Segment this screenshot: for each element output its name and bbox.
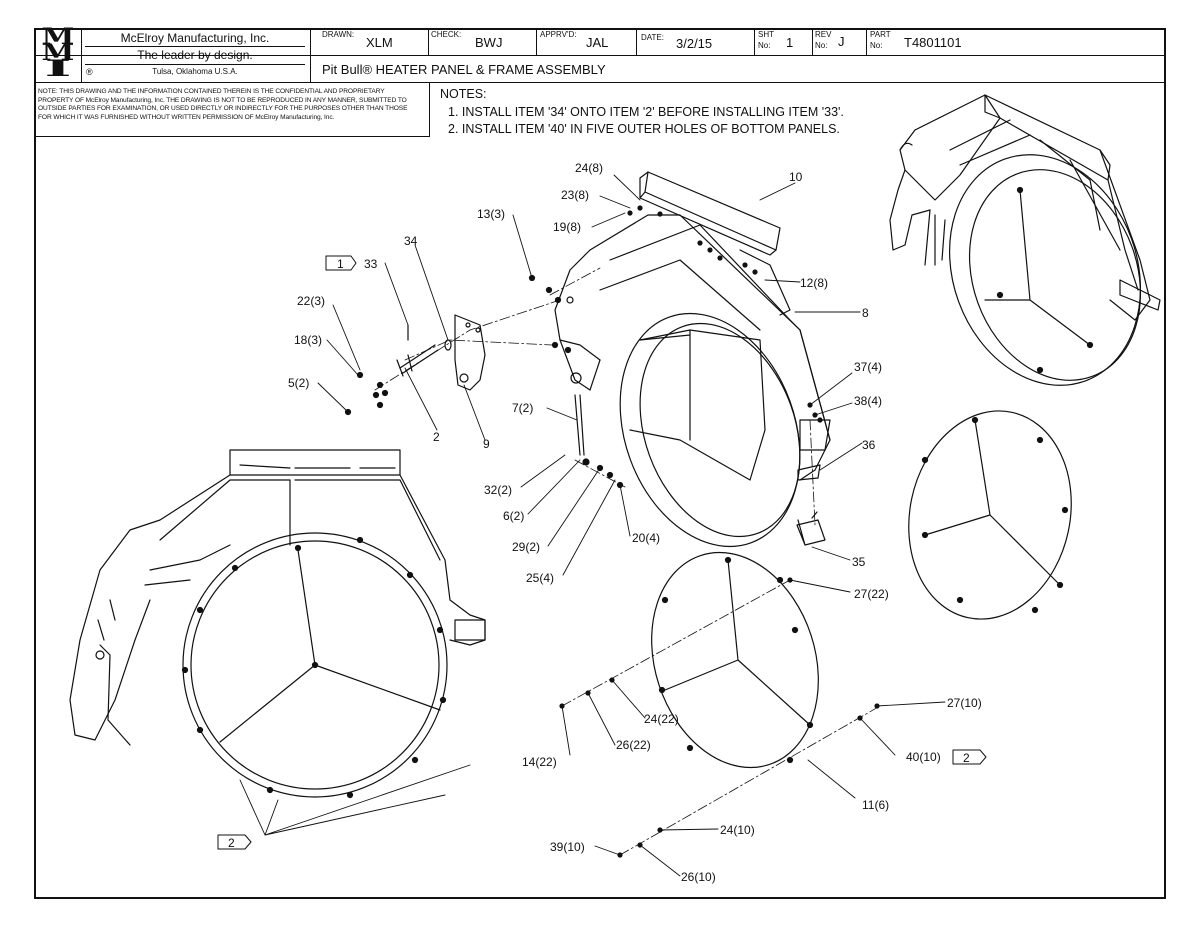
callout-8: 8 <box>862 306 869 320</box>
note-item-1: 1. INSTALL ITEM '34' ONTO ITEM '2' BEFOR… <box>448 105 844 119</box>
callout-25-4: 25(4) <box>526 571 554 585</box>
col-apprvd <box>536 28 537 55</box>
apprvd-value: JAL <box>586 35 609 50</box>
notes-box <box>34 82 430 137</box>
bracket-item-35 <box>796 511 826 546</box>
col-part <box>866 28 867 55</box>
rev-label-2: No: <box>815 41 828 50</box>
rev-label-1: REV <box>815 30 832 39</box>
logo-letter-m2: M <box>41 40 75 66</box>
callout-5-2: 5(2) <box>288 376 309 390</box>
sht-label-2: No: <box>758 41 771 50</box>
callout-20-4: 20(4) <box>632 531 660 545</box>
frame-side-view-left <box>69 449 486 798</box>
heater-frame-center <box>554 171 831 548</box>
callout-14-22: 14(22) <box>522 755 557 769</box>
company-rule-1 <box>85 46 305 47</box>
callout-24-22: 24(22) <box>644 712 679 726</box>
col-date <box>636 28 637 55</box>
check-label: CHECK: <box>431 30 462 39</box>
logo-letter-i: I <box>44 56 72 82</box>
callout-38-4: 38(4) <box>854 394 882 408</box>
title-block-row2-bottom <box>34 82 1166 83</box>
callout-33: 33 <box>364 257 378 271</box>
callout-35: 35 <box>852 555 866 569</box>
part-label-1: PART <box>870 30 891 39</box>
callout-39-10: 39(10) <box>550 840 585 854</box>
registered-mark: ® <box>86 67 93 77</box>
company-slogan: The leader by design. <box>137 48 253 62</box>
heater-panel-disc-center <box>651 551 819 769</box>
date-value: 3/2/15 <box>676 36 713 51</box>
callout-13-3: 13(3) <box>477 207 505 221</box>
col-sht <box>754 28 755 55</box>
callout-12-8: 12(8) <box>800 276 828 290</box>
callout-7-2: 7(2) <box>512 401 533 415</box>
callout-27-22: 27(22) <box>854 587 889 601</box>
callout-23-8: 23(8) <box>561 188 589 202</box>
callout-11-6: 11(6) <box>862 798 889 812</box>
heater-panel-disc-right <box>908 410 1072 620</box>
callout-29-2: 29(2) <box>512 540 540 554</box>
mmi-logo: M M I <box>38 26 78 80</box>
panel-bolt-dots <box>181 186 1094 799</box>
company-rule-2 <box>85 64 305 65</box>
callout-19-8: 19(8) <box>553 220 581 234</box>
assembly-notes: NOTES: 1. INSTALL ITEM '34' ONTO ITEM '2… <box>440 86 844 138</box>
rod-item-7 <box>574 394 585 456</box>
callout-34: 34 <box>404 234 418 248</box>
alignment-centerlines <box>374 267 881 856</box>
drawn-label: DRAWN: <box>322 30 355 39</box>
bracket-item-9 <box>454 314 486 391</box>
note-flag-1: 1 <box>337 257 344 271</box>
drawing-border <box>34 28 1166 899</box>
frame-iso-view-top-right <box>889 94 1161 386</box>
drawn-value: XLM <box>366 35 393 50</box>
callout-24-8: 24(8) <box>575 161 603 175</box>
note-item-2: 2. INSTALL ITEM '40' IN FIVE OUTER HOLES… <box>448 122 840 136</box>
note-flag-2-left: 2 <box>228 836 235 850</box>
callout-37-4: 37(4) <box>854 360 882 374</box>
date-label: DATE: <box>641 33 664 42</box>
callout-2: 2 <box>433 430 440 444</box>
col-rev <box>812 28 813 55</box>
notes-title: NOTES: <box>440 87 487 101</box>
callout-27-10: 27(10) <box>947 696 982 710</box>
callout-24-10: 24(10) <box>720 823 755 837</box>
part-label-2: No: <box>870 41 883 50</box>
callout-26-22: 26(22) <box>616 738 651 752</box>
callout-9: 9 <box>483 437 490 451</box>
note-flag-2-right: 2 <box>963 751 970 765</box>
panel-hardware-dots <box>559 577 880 858</box>
callout-10: 10 <box>789 170 803 184</box>
company-divider <box>310 28 311 82</box>
sht-value: 1 <box>786 35 794 50</box>
callout-32-2: 32(2) <box>484 483 512 497</box>
title-block-row1-bottom <box>34 55 1166 56</box>
callout-22-3: 22(3) <box>297 294 325 308</box>
check-value: BWJ <box>475 35 503 50</box>
note-flags <box>217 255 987 850</box>
proprietary-note: NOTE: THIS DRAWING AND THE INFORMATION C… <box>38 88 408 121</box>
logo-letter-m1: M <box>41 24 75 50</box>
drawing-title: Pit Bull® HEATER PANEL & FRAME ASSEMBLY <box>322 62 606 77</box>
company-location: Tulsa, Oklahoma U.S.A. <box>152 67 238 76</box>
logo-divider <box>81 28 82 82</box>
callout-40-10: 40(10) <box>906 750 941 764</box>
callout-26-10: 26(10) <box>681 870 716 884</box>
part-number: T4801101 <box>904 35 962 50</box>
rev-value: J <box>838 34 845 49</box>
leader-lines <box>239 174 946 877</box>
apprvd-label: APPRV'D: <box>540 30 577 39</box>
company-name: McElroy Manufacturing, Inc. <box>120 31 270 45</box>
callout-6-2: 6(2) <box>503 509 524 523</box>
callout-18-3: 18(3) <box>294 333 322 347</box>
col-check <box>428 28 429 55</box>
sht-label-1: SHT <box>758 30 774 39</box>
callout-36: 36 <box>862 438 876 452</box>
